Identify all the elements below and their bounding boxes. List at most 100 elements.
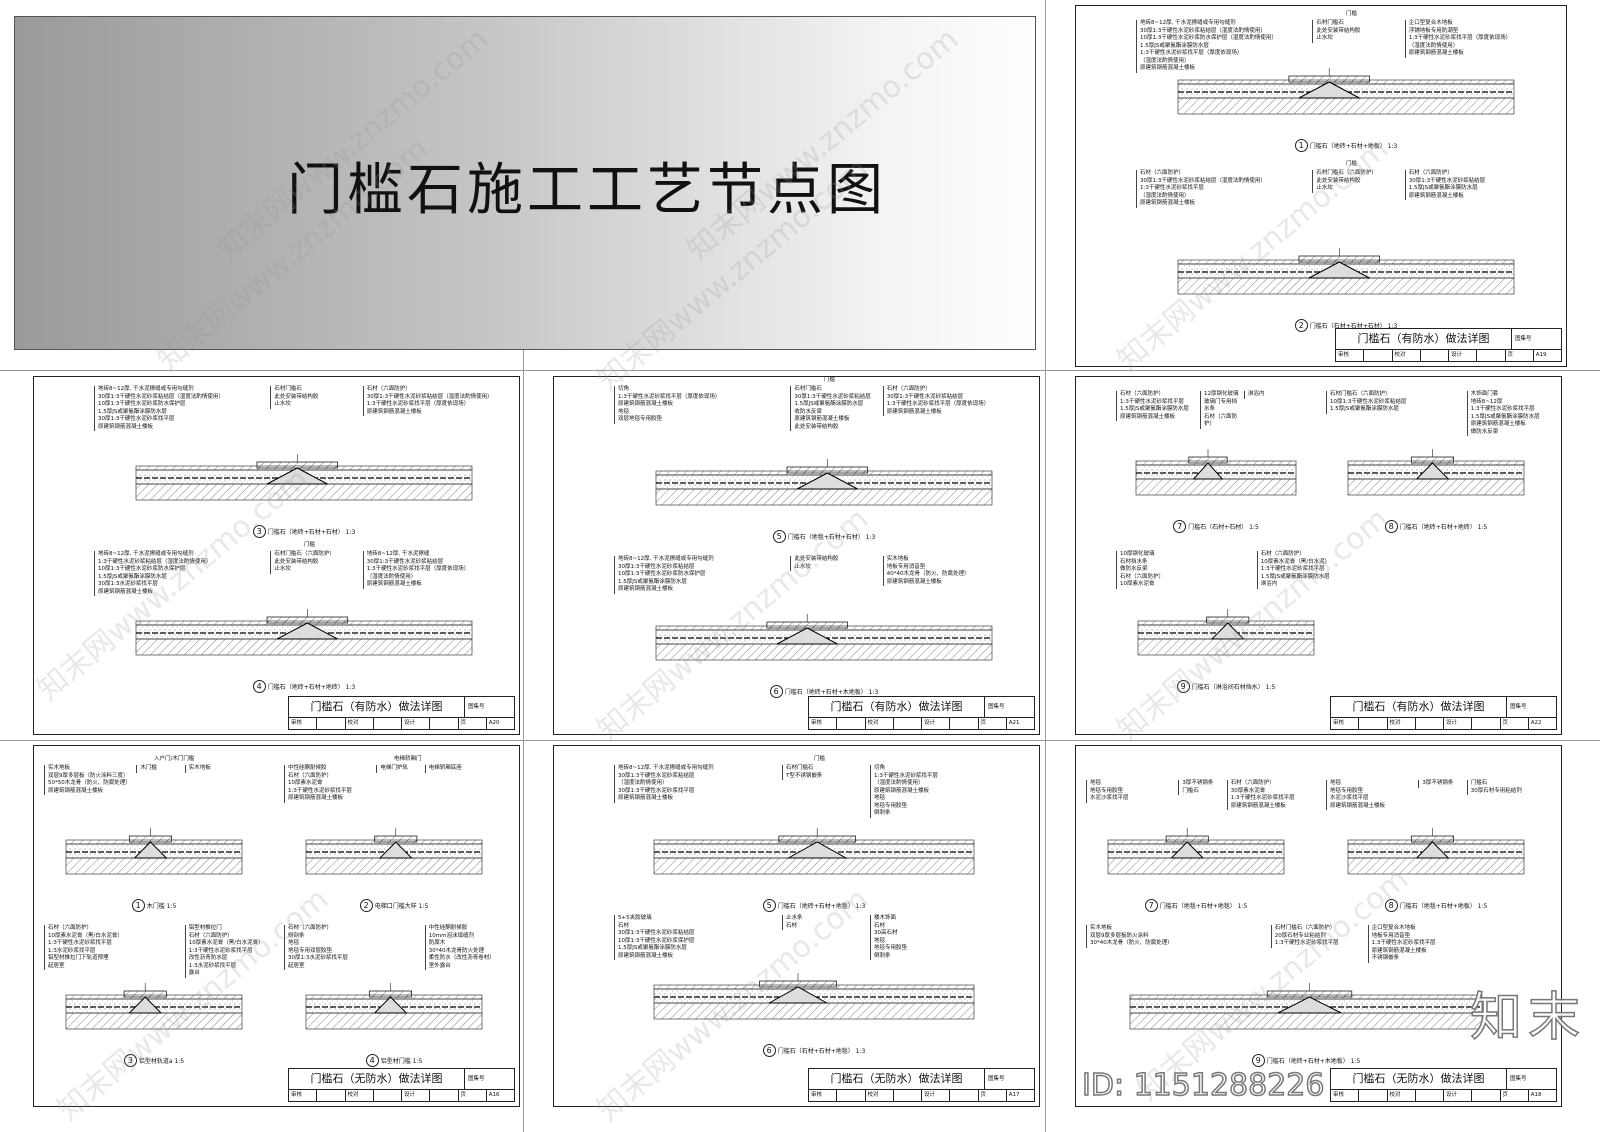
callout-label: 地毯 — [870, 937, 1010, 945]
callout-label: 1.5厚JS或聚氨酯涂膜防水层 — [94, 408, 262, 416]
designer-label: 设计 — [402, 718, 431, 729]
callout-label: 原建筑钢筋混凝土楼板 — [790, 416, 874, 424]
callout-label: （湿度法酌情使用） — [1136, 57, 1304, 65]
callout-label: 1.5厚JS或聚氨酯涂膜防水层 — [614, 578, 782, 586]
threshold-stone — [266, 616, 349, 624]
callout-label: 30厚素水泥膏 — [1226, 787, 1304, 795]
signature-cell — [374, 1090, 402, 1101]
callout-label: 止水坎 — [1312, 185, 1396, 193]
detail-section-drawing — [1137, 609, 1315, 656]
callout-label: 原建筑钢筋混凝土楼板 — [870, 787, 1010, 795]
callout-label: 30厚1:3干硬性水泥砂浆粘结层（湿度法酌情使用） — [1136, 27, 1304, 35]
callout-labels-left: 地毯地毯专用胶垫水泥沙浆找平层原建筑钢筋混凝土楼板 — [1326, 780, 1414, 810]
detail-number-bubble: 8 — [1384, 520, 1398, 533]
callout-label: 地毯 — [1086, 780, 1174, 788]
callout-label: 双层9厚多层板（防火涂料三度） — [44, 772, 132, 780]
detail-section-drawing — [1177, 68, 1515, 115]
callout-label: 30厚1:3干硬性水泥砂浆粘结层（湿度法酌情使用） — [1136, 177, 1304, 185]
callout-label: 原建筑钢筋混凝土楼板 — [614, 586, 782, 594]
callout-label: 此处安装带结构胶 — [270, 393, 354, 401]
callout-label: 1:3干硬性水泥砂浆找平层 — [1256, 566, 1334, 574]
detail-caption-text: 门槛石（地砖+石材+地砖） 1:5 — [1399, 524, 1488, 531]
threshold-stone — [1298, 255, 1381, 263]
signature-cell — [317, 718, 346, 729]
callout-label: 防腐木 — [424, 940, 502, 948]
cover-title: 门槛石施工工艺节点图 — [287, 158, 887, 223]
callout-label: 止水坎 — [270, 566, 354, 574]
detail-caption-text: 铝型材轨道a 1:5 — [138, 1058, 185, 1065]
callout-label: 原建筑钢筋混凝土楼板 — [1466, 421, 1544, 429]
atlas-number-label: 图集号 — [465, 1069, 514, 1090]
callout-label: 原建筑钢筋混凝土楼板 — [882, 408, 1030, 416]
callout-label: 30*40木龙骨防火处理 — [424, 947, 502, 955]
detail-caption-text: 门槛石（石材+石材+石材） 1:3 — [1309, 323, 1398, 330]
callout-label: 1:3水泥砂浆找平层 — [184, 962, 262, 970]
designer-label: 设计 — [922, 1090, 951, 1101]
water-stop-curb — [1415, 462, 1450, 480]
detail-number-bubble: 2 — [359, 899, 373, 912]
reviewer-label: 审核 — [809, 1090, 838, 1101]
signature-cell — [1416, 1090, 1444, 1101]
callout-label: 原建筑钢筋混凝土楼板 — [362, 408, 510, 416]
callout-labels-mid: 电梯门护轨 — [376, 765, 420, 773]
detail-number-bubble: 8 — [1384, 899, 1398, 912]
callout-label: 双层地毯专用胶垫 — [614, 416, 782, 424]
callout-label: 10mm泡沫填缝剂 — [424, 932, 502, 940]
callout-label: 1:3干硬性水泥砂浆找平层（厚度依现场） — [1404, 35, 1552, 43]
callout-label: 1.5厚JS或聚氨酯涂膜防水层 — [94, 573, 262, 581]
callout-label: 铝型材推拉门 — [184, 925, 262, 933]
callout-label: 5+5夹胶玻璃 — [614, 915, 774, 923]
signature-cell — [1421, 350, 1449, 361]
page-divider — [1045, 370, 1046, 1132]
callout-label: 门槛石 — [1178, 787, 1222, 795]
page-label: 页 — [459, 718, 487, 729]
slab-layer — [655, 488, 993, 506]
callout-label: 1.5厚JS或聚氨酯涂膜防水层 — [614, 945, 774, 953]
callout-label: （湿度法酌情使用） — [1136, 192, 1304, 200]
callout-label: 30厚1:3干硬性水泥砂浆找平层 — [614, 787, 774, 795]
callout-label: 起居室 — [44, 962, 132, 970]
callout-label: 1:3干硬性水泥砂浆找平层（厚度依现场） — [362, 401, 510, 409]
detail-number-bubble: 1 — [131, 899, 145, 912]
designer-label: 设计 — [402, 1090, 431, 1101]
callout-label: 10厚1:3干硬性水泥砂浆防水保护层 — [614, 571, 782, 579]
sheet-title: 门槛石（有防水）做法详图 — [809, 697, 985, 718]
callout-label: 止水坎 — [270, 401, 354, 409]
callout-label: 石材（六面防护） — [1404, 170, 1552, 178]
callout-label: 不锈钢嵌条 — [1367, 955, 1522, 963]
callout-label: 止水坎 — [1312, 35, 1396, 43]
callout-label: 1.5厚JS或聚氨酯涂膜防水层 — [1136, 42, 1304, 50]
callout-label: 木饰面门套 — [1466, 391, 1544, 399]
callout-label: 原建筑钢筋混凝土楼板 — [1326, 802, 1414, 810]
callout-labels-mid: 石材门槛石（六面防护）此处安装带结构胶止水坎 — [1312, 170, 1396, 193]
page-number: A22 — [1530, 720, 1542, 726]
threshold-stone — [128, 835, 173, 843]
callout-labels-right: 实木地板 — [184, 765, 262, 773]
callout-label: 地毯专用双层胶垫 — [284, 947, 372, 955]
detail-caption-text: 电梯口门槛大样 1:5 — [374, 903, 429, 910]
callout-label: 石材门槛石 — [1312, 20, 1396, 28]
callout-label: 1:3干硬性水泥砂浆找平层 — [1136, 185, 1304, 193]
detail-number-bubble: 7 — [1144, 899, 1158, 912]
callout-label: 1:3干硬性水泥砂浆找平层 — [284, 787, 372, 795]
callout-labels-mid: 此处安装带结构胶止水坎 — [790, 556, 874, 571]
atlas-number-label: 图集号 — [1507, 697, 1556, 718]
detail-section-drawing — [305, 983, 483, 1030]
water-stop-curb — [1192, 462, 1224, 480]
callout-label: 30厚1:3水泥砂浆找平层 — [94, 581, 262, 589]
detail-number-bubble: 4 — [252, 680, 266, 693]
checker-label: 校对 — [1388, 1090, 1416, 1101]
callout-label: （湿度法酌情使用） — [1404, 42, 1552, 50]
callout-label: 电梯门护轨 — [376, 765, 420, 773]
